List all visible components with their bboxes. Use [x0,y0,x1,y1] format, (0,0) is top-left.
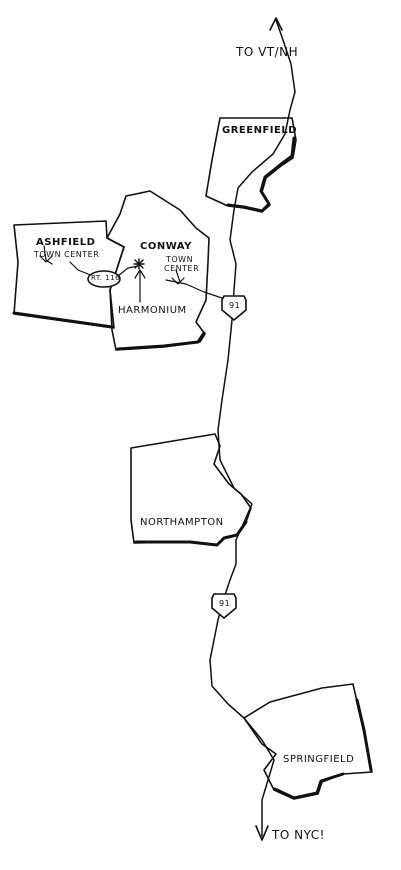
ashfield-sub-label: TOWN CENTER [34,250,100,259]
north-arrow [269,17,283,31]
greenfield-hatch [226,136,296,213]
northampton-label: NORTHAMPTON [140,517,224,528]
interstate-91-route [209,19,296,837]
springfield-hatch [273,698,373,800]
interstate-shield-south [211,593,237,619]
conway-center-arrow [171,269,185,285]
springfield-label: SPRINGFIELD [283,754,355,765]
conway-sub-label-2: CENTER [164,264,200,273]
route-116-label: RT. 116 [91,274,121,282]
harmonium-arrow [134,269,146,303]
conway-sub-label-1: TOWN [166,255,194,264]
ashfield-hatch [12,311,114,329]
ashfield-label: ASHFIELD [36,237,96,248]
greenfield-label: GREENFIELD [222,125,297,136]
northampton-boundary [130,433,252,546]
north-direction-label: TO VT/NH [236,45,299,59]
south-direction-label: TO NYC! [272,828,325,842]
conway-hatch [116,331,206,351]
conway-label: CONWAY [140,241,192,252]
interstate-shield-south-label: 91 [219,599,231,608]
interstate-shield-north-label: 91 [229,301,241,310]
south-arrow [255,825,269,841]
interstate-shield-north [221,295,247,321]
route-116-shield [87,270,121,288]
ashfield-arrow [39,245,53,265]
harmonium-label: HARMONIUM [118,305,187,316]
harmonium-star-icon [133,258,145,270]
